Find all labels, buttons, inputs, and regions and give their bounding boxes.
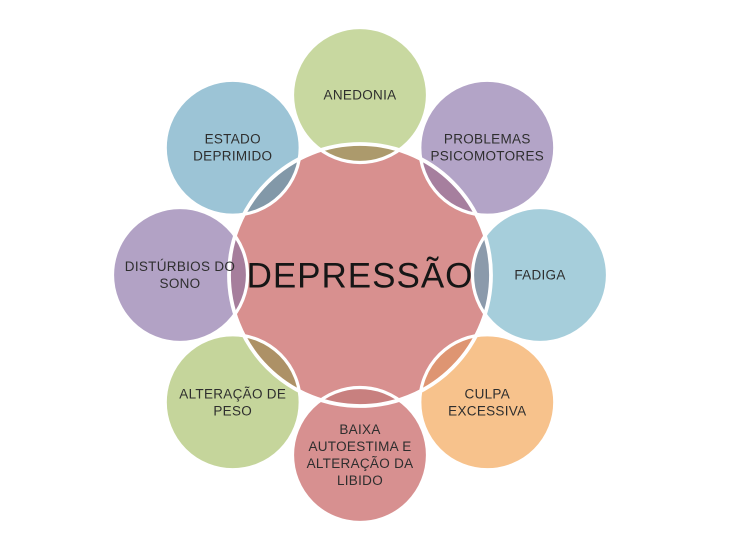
- node-outline-fadiga: [470, 205, 610, 345]
- node-label-line: ANEDONIA: [324, 88, 397, 103]
- node-outline-culpa-excessiva: [418, 333, 557, 472]
- node-label-line: CULPA: [465, 386, 511, 401]
- node-label-line: DEPRIMIDO: [193, 149, 272, 164]
- node-label-line: ESTADO: [205, 132, 261, 147]
- node-label-line: FADIGA: [514, 268, 565, 283]
- node-label-line: AUTOESTIMA E: [308, 439, 411, 454]
- node-label-culpa-excessiva: CULPA EXCESSIVA: [448, 386, 526, 418]
- node-label-estado-deprimido: ESTADO DEPRIMIDO: [193, 132, 272, 164]
- node-label-line: ALTERAÇÃO DA: [307, 456, 414, 471]
- node-outline-anedonia: [290, 25, 430, 165]
- node-outline-problemas-psicomotores: [418, 78, 557, 217]
- node-label-disturbios-do-sono: DISTÚRBIOS DO SONO: [125, 259, 235, 291]
- node-label-line: DISTÚRBIOS DO: [125, 259, 235, 274]
- center-title: DEPRESSÃO: [247, 257, 474, 296]
- node-outline-disturbios-do-sono: [110, 205, 250, 345]
- node-label-baixa-autoestima-libido: BAIXA AUTOESTIMA E ALTERAÇÃO DA LIBIDO: [307, 422, 414, 488]
- node-circle-baixa-autoestima-libido: [292, 387, 428, 523]
- node-label-line: PESO: [213, 403, 252, 418]
- node-circle-anedonia: [292, 27, 428, 163]
- node-circle-fadiga: [472, 207, 608, 343]
- node-circle-disturbios-do-sono: [112, 207, 248, 343]
- node-label-line: EXCESSIVA: [448, 403, 526, 418]
- node-label-line: PROBLEMAS: [444, 132, 531, 147]
- node-outline-baixa-autoestima-libido: [290, 385, 430, 525]
- node-label-line: PSICOMOTORES: [430, 149, 544, 164]
- node-label-anedonia: ANEDONIA: [324, 88, 397, 103]
- center-circle: [229, 144, 491, 406]
- node-outline-alteracao-de-peso: [163, 333, 302, 472]
- node-label-alteracao-de-peso: ALTERAÇÃO DE PESO: [179, 386, 286, 418]
- center-outline: [227, 142, 493, 408]
- node-outline-estado-deprimido: [163, 78, 302, 217]
- node-label-line: SONO: [160, 276, 201, 291]
- node-label-fadiga: FADIGA: [514, 268, 565, 283]
- node-label-line: BAIXA: [339, 422, 380, 437]
- node-label-line: ALTERAÇÃO DE: [179, 386, 286, 401]
- node-label-line: LIBIDO: [337, 473, 383, 488]
- node-label-problemas-psicomotores: PROBLEMAS PSICOMOTORES: [430, 132, 544, 164]
